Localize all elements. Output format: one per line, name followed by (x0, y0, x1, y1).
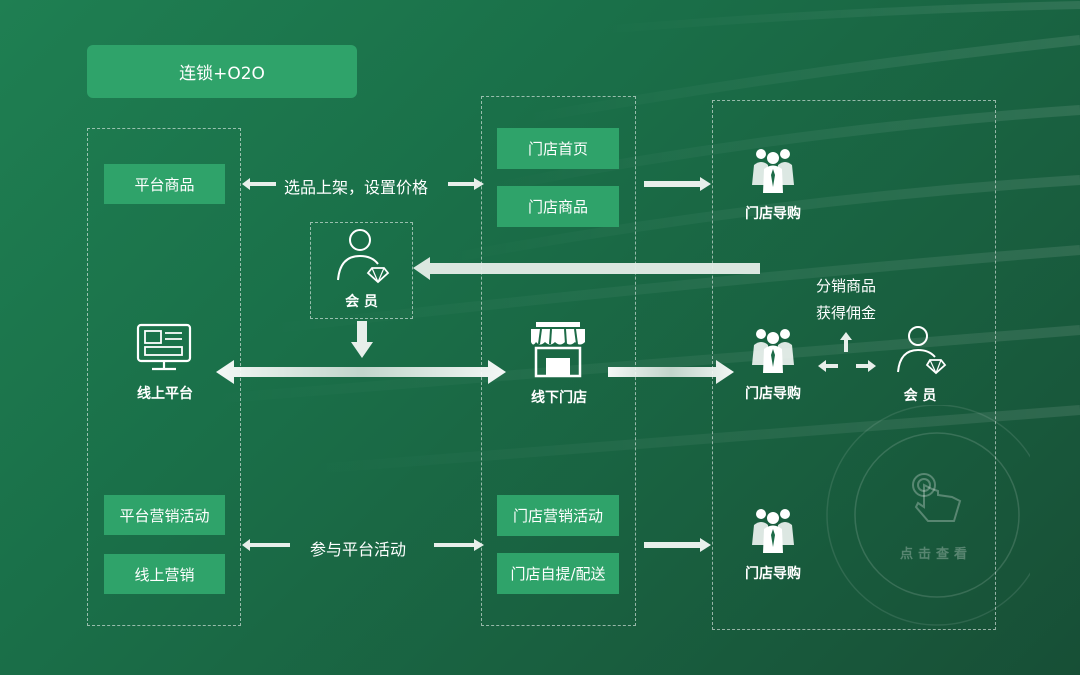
store-pickup-label: 门店自提/配送 (510, 565, 606, 583)
arrow-member-down (351, 321, 373, 358)
click-view-text: 点击查看 (900, 547, 973, 562)
online-platform-label: 线上平台 (137, 386, 193, 402)
online-platform-icon-wrap (134, 322, 194, 372)
guide-label-3: 门店导购 (745, 566, 801, 582)
guide-icon-wrap-1 (748, 145, 798, 195)
store-icon (531, 322, 585, 378)
guide-icon-wrap-3 (748, 505, 798, 555)
member-icon (897, 326, 947, 375)
right-member-label: 会 员 (903, 388, 937, 404)
people-group-icon (752, 149, 794, 193)
select-list-text: 选品上架，设置价格 (284, 178, 429, 197)
store-home-label: 门店首页 (527, 140, 588, 158)
online-marketing-label: 线上营销 (134, 565, 195, 584)
arrow-marketing-right (434, 539, 484, 551)
store-home-box[interactable]: 门店首页 (497, 128, 619, 169)
computer-icon (136, 323, 192, 371)
right-column-frame (712, 100, 996, 630)
guide-label-1: 门店导购 (745, 206, 801, 222)
title-box: 连锁+O2O (87, 45, 357, 98)
arrow-commission-up (840, 332, 852, 352)
member-icon-wrap (310, 226, 413, 286)
distribute-text-1: 分销商品 (816, 277, 877, 295)
platform-marketing-box[interactable]: 平台营销活动 (104, 495, 225, 535)
platform-goods-box[interactable]: 平台商品 (104, 164, 225, 204)
arrow-marketing-left (242, 539, 290, 551)
hand-pointer-icon (912, 473, 962, 522)
member-icon (337, 229, 390, 284)
member-label: 会 员 (345, 294, 378, 310)
arrow-guide-member-left (818, 360, 838, 372)
offline-store-label: 线下门店 (531, 390, 587, 406)
store-pickup-box[interactable]: 门店自提/配送 (497, 553, 619, 594)
store-goods-label: 门店商品 (527, 198, 588, 216)
store-goods-box[interactable]: 门店商品 (497, 186, 619, 227)
guide-label-2: 门店导购 (745, 386, 801, 402)
title-text: 连锁+O2O (179, 64, 265, 84)
people-group-icon (752, 509, 794, 553)
arrow-store-to-guide-3 (644, 538, 711, 552)
join-activity-text: 参与平台活动 (310, 540, 407, 559)
platform-marketing-label: 平台营销活动 (119, 506, 210, 525)
arrow-store-to-guide-2 (608, 360, 734, 384)
member-box-frame (310, 222, 413, 319)
guide-icon-wrap-2 (748, 325, 798, 375)
offline-store-icon-wrap (528, 320, 588, 378)
platform-goods-label: 平台商品 (134, 175, 195, 194)
arrow-online-store (216, 360, 506, 384)
store-marketing-box[interactable]: 门店营销活动 (497, 495, 619, 536)
right-member-icon-wrap (880, 324, 960, 376)
online-marketing-box[interactable]: 线上营销 (104, 554, 225, 594)
store-marketing-label: 门店营销活动 (512, 507, 603, 525)
middle-column-frame (481, 96, 636, 626)
click-view-widget[interactable]: 点击查看 (800, 404, 1048, 635)
arrow-platform-goods-left (242, 178, 276, 190)
arrow-store-to-guide-1 (644, 177, 711, 191)
arrow-platform-goods-right (448, 178, 484, 190)
arrow-guide-to-member (413, 257, 760, 280)
distribute-text-2: 获得佣金 (816, 304, 877, 322)
people-group-icon (752, 329, 794, 373)
arrow-guide-member-right (856, 360, 876, 372)
